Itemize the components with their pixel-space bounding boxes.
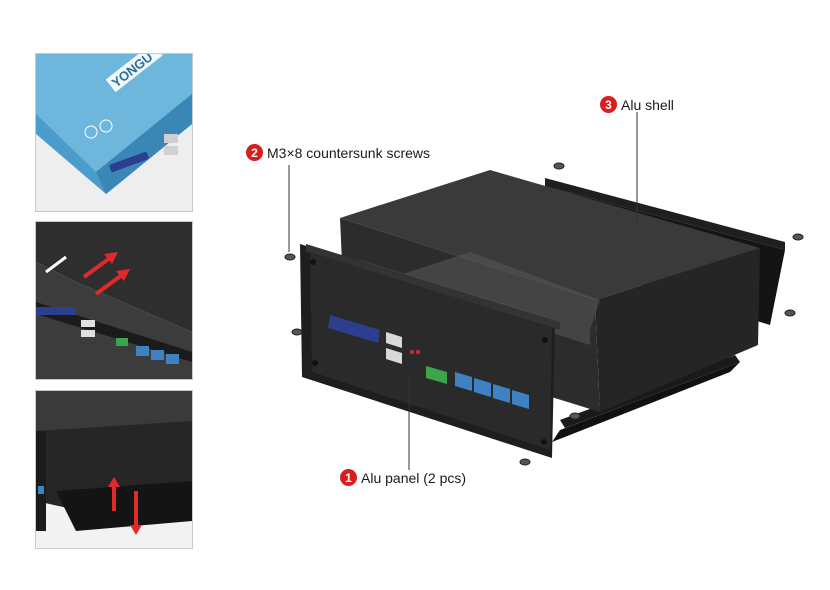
callout-label: Alu shell	[621, 96, 674, 113]
callout-alu-panel: 1 Alu panel (2 pcs)	[340, 469, 466, 486]
callout-label: M3×8 countersunk screws	[267, 144, 431, 161]
vertical-fit-image	[36, 391, 192, 548]
callout-number-badge: 3	[600, 96, 617, 113]
callout-screws: 2 M3×8 countersunk screws	[246, 144, 430, 161]
red-vertical-arrows-icon	[108, 477, 142, 535]
slide-in-image	[36, 222, 192, 379]
callout-number-badge: 2	[246, 144, 263, 161]
callout-label: Alu panel (2 pcs)	[361, 469, 467, 486]
screw-icons	[284, 162, 804, 466]
thumbnail-vertical-fit-detail	[35, 390, 193, 549]
callout-number-badge: 1	[340, 469, 357, 486]
red-arrows-icon	[82, 252, 130, 296]
thumbnail-front-panel-closeup: YONGU	[35, 53, 193, 212]
callout-alu-shell: 3 Alu shell	[600, 96, 674, 113]
thumbnail-slide-in-detail	[35, 221, 193, 380]
blue-enclosure-image: YONGU	[36, 54, 192, 211]
alu-panel	[300, 244, 560, 458]
